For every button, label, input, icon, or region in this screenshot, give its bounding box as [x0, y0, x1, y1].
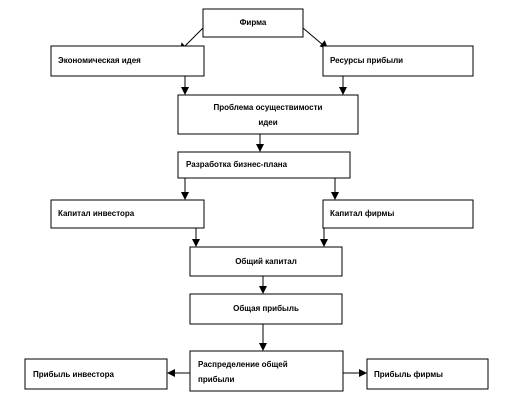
node-firm-profit: Прибыль фирмы: [366, 358, 489, 390]
node-profit-resources: Ресурсы прибыли: [322, 45, 474, 77]
node-total-profit-label: Общая прибыль: [233, 304, 299, 313]
node-firm-capital: Капитал фирмы: [322, 199, 474, 229]
node-firm-capital-label: Капитал фирмы: [330, 209, 394, 218]
node-economic-idea-label: Экономическая идея: [58, 56, 141, 65]
node-feasibility-label-line2: идеи: [258, 118, 277, 127]
node-investor-profit: Прибыль инвестора: [24, 358, 168, 390]
edge-distribution-to-firm-profit: [343, 369, 367, 377]
node-feasibility: Проблема осуществимости идеи: [177, 94, 359, 135]
node-investor-profit-label: Прибыль инвестора: [33, 370, 114, 379]
node-firm-label: Фирма: [240, 18, 267, 27]
edge-investor-capital-to-total-capital: [192, 228, 200, 247]
node-distribution: Распределение общей прибыли: [189, 350, 344, 392]
edge-total-capital-to-total-profit: [259, 276, 267, 294]
edge-distribution-to-investor-profit: [167, 369, 190, 377]
node-firm: Фирма: [202, 8, 304, 38]
node-total-capital: Общий капитал: [189, 246, 343, 277]
node-investor-capital-label: Капитал инвестора: [58, 209, 135, 218]
edge-feasibility-to-business-plan: [256, 134, 264, 152]
node-feasibility-label-line1: Проблема осуществимости: [214, 103, 323, 112]
node-firm-profit-label: Прибыль фирмы: [374, 370, 443, 379]
node-business-plan: Разработка бизнес-плана: [177, 151, 351, 179]
edge-business-plan-to-investor-capital: [181, 178, 189, 200]
node-distribution-label-line1: Распределение общей: [198, 360, 288, 369]
edge-economic-idea-to-feasibility: [181, 76, 189, 95]
edge-profit-resources-to-feasibility: [339, 76, 347, 95]
node-business-plan-label: Разработка бизнес-плана: [186, 160, 288, 169]
node-distribution-label-line2: прибыли: [198, 375, 234, 384]
edge-total-profit-to-distribution: [259, 324, 267, 351]
node-total-capital-label: Общий капитал: [235, 257, 297, 266]
edges: [167, 27, 367, 377]
edge-firm-capital-to-total-capital: [320, 228, 328, 247]
node-total-profit: Общая прибыль: [189, 293, 343, 325]
node-investor-capital: Капитал инвестора: [50, 199, 205, 229]
node-economic-idea: Экономическая идея: [50, 45, 205, 77]
node-profit-resources-label: Ресурсы прибыли: [330, 56, 403, 65]
edge-business-plan-to-firm-capital: [331, 178, 339, 200]
